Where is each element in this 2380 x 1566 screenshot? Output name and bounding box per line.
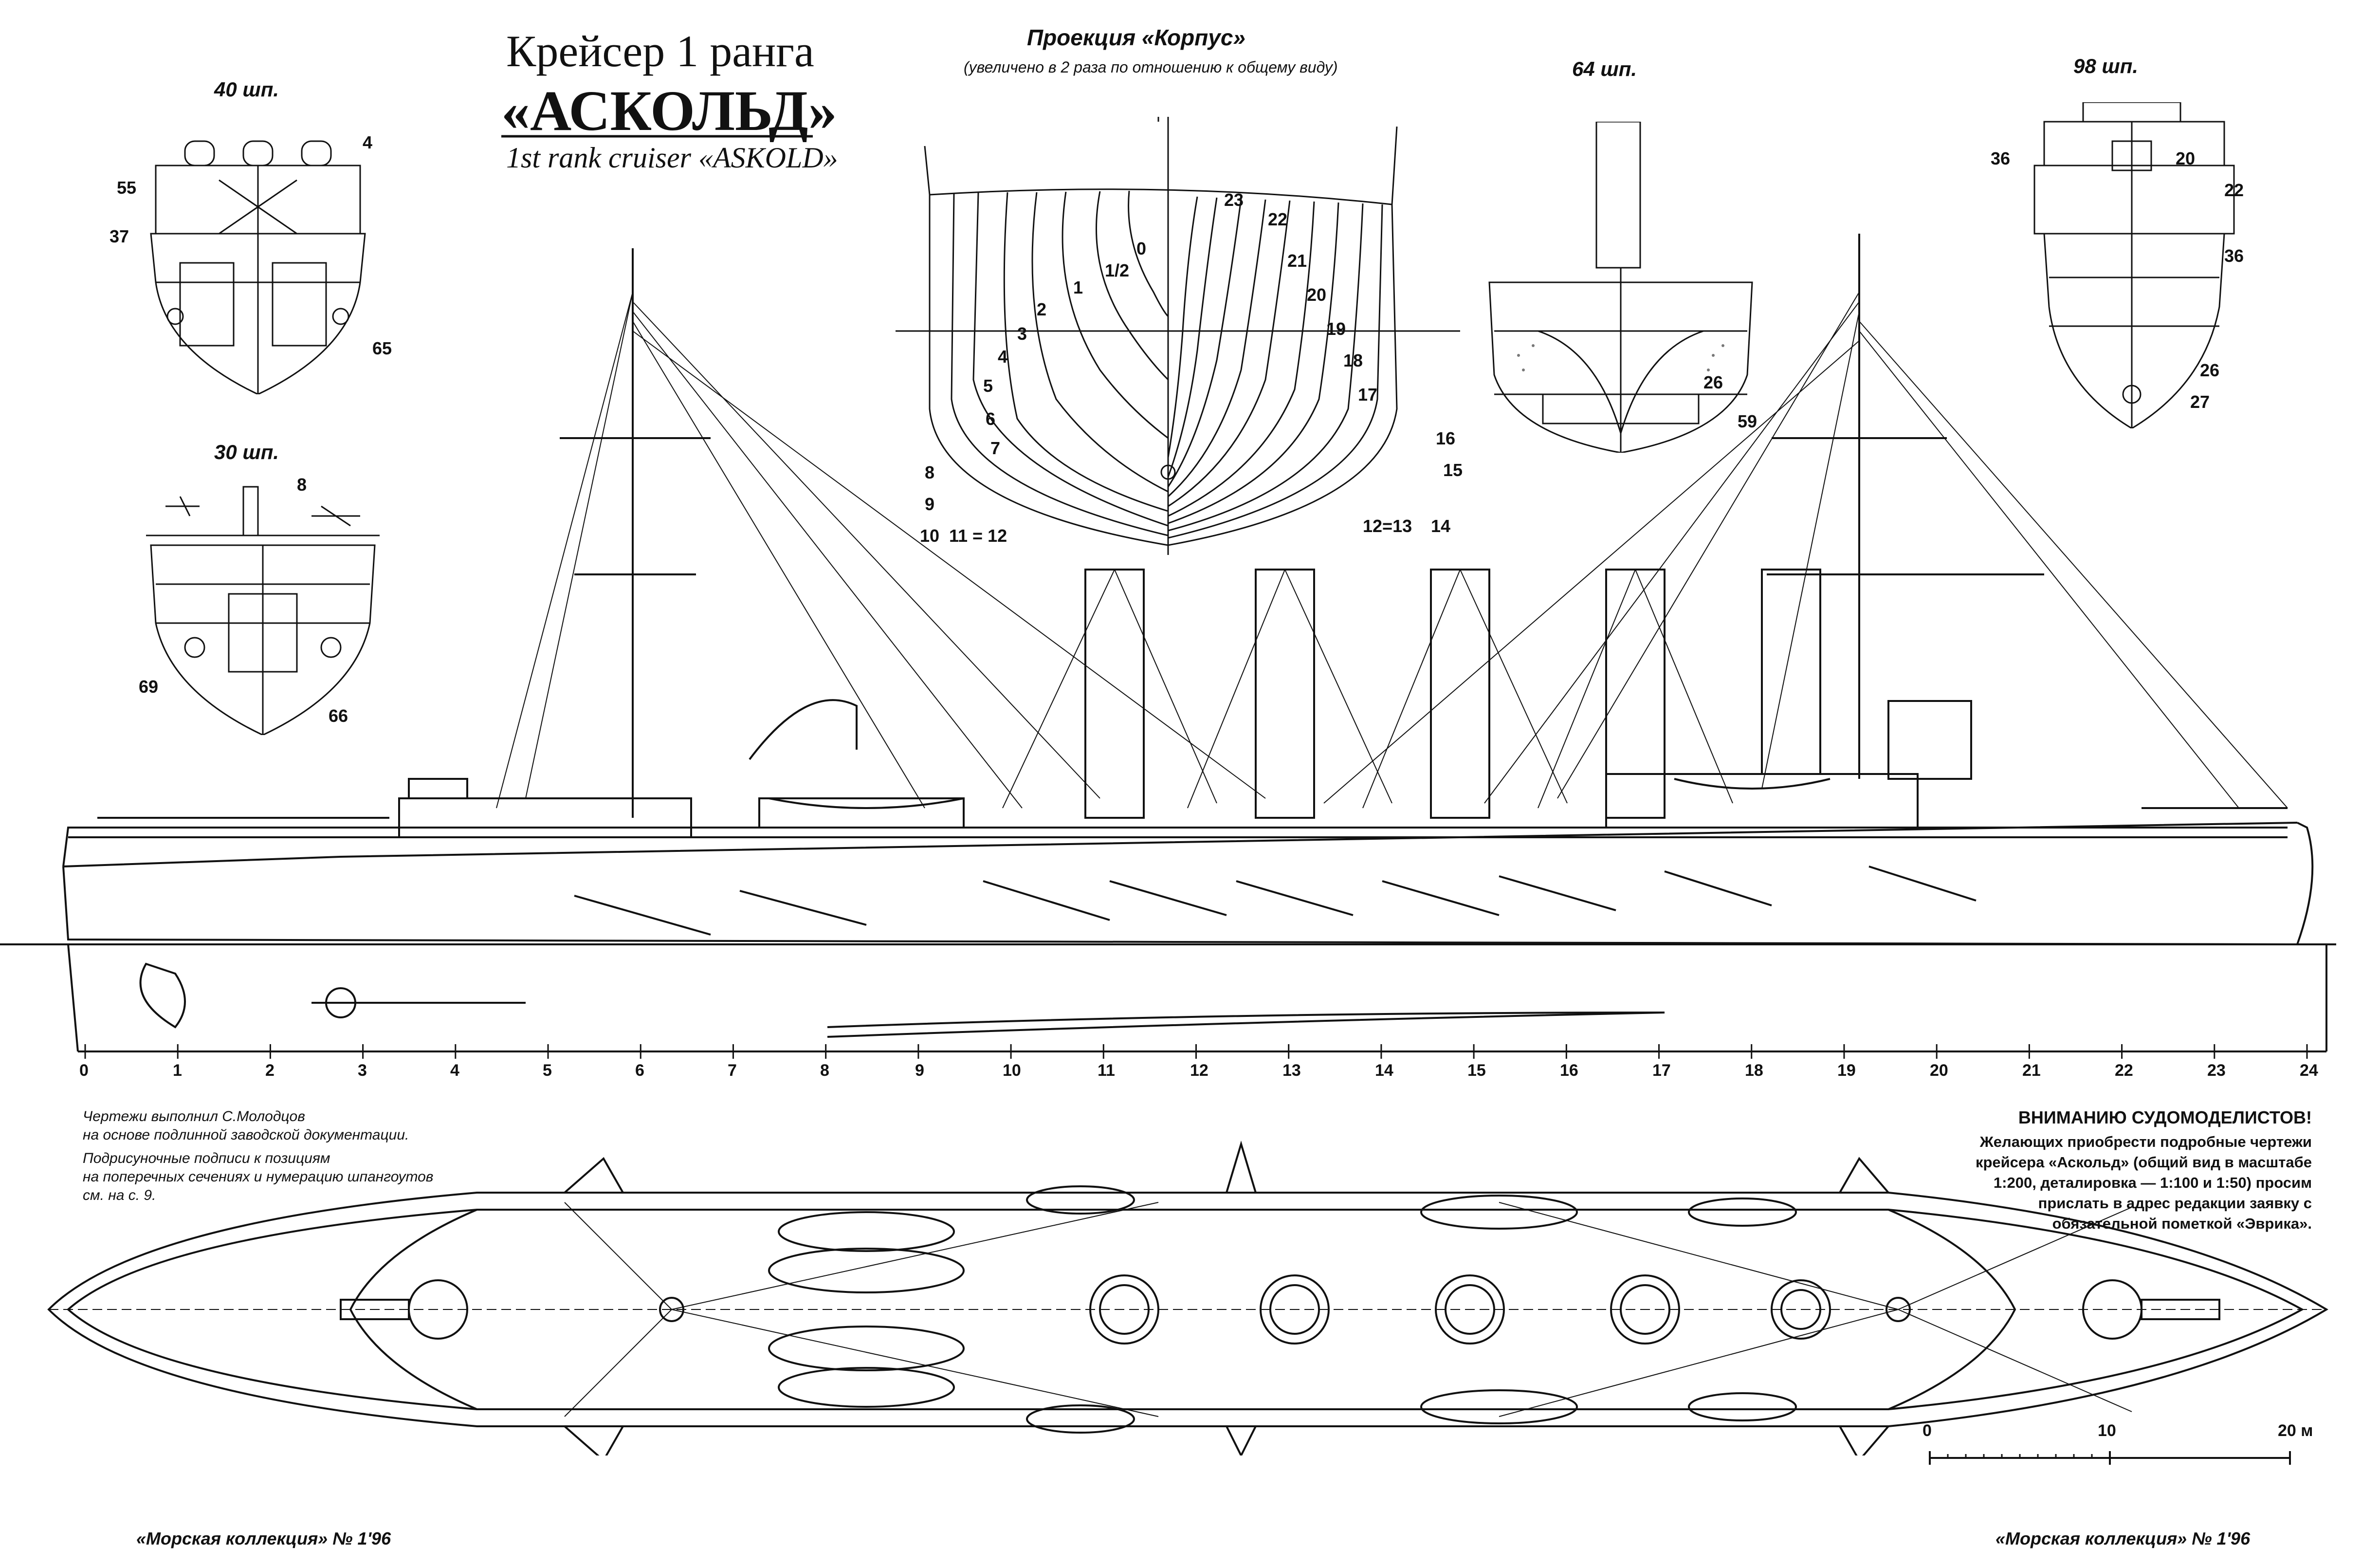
frame-number-18: 18 [1745, 1061, 1763, 1080]
s30-callout-66: 66 [329, 706, 348, 726]
credit-line-5: см. на с. 9. [83, 1187, 156, 1203]
footer-right: «Морская коллекция» № 1'96 [1996, 1529, 2251, 1548]
frame-number-19: 19 [1837, 1061, 1856, 1080]
s30-callout-8: 8 [297, 475, 307, 495]
bp-label-17: 17 [1358, 385, 1378, 405]
frame-number-24: 24 [2300, 1061, 2318, 1080]
s40-callout-37: 37 [110, 226, 129, 246]
scale-label-20: 20 м [2278, 1421, 2313, 1440]
s98-callout-27: 27 [2190, 392, 2210, 412]
frame-number-21: 21 [2022, 1061, 2041, 1080]
scale-label-0: 0 [1922, 1421, 1932, 1440]
section-40-title: 40 шп. [214, 78, 279, 101]
scale-label-10: 10 [2098, 1421, 2116, 1440]
bp-label-12-13: 12=13 [1363, 516, 1412, 536]
frame-number-15: 15 [1467, 1061, 1486, 1080]
s98-callout-36b: 36 [2224, 246, 2244, 266]
bp-label-0: 0 [1136, 239, 1147, 258]
bp-label-20: 20 [1307, 285, 1327, 305]
credit-line-4: на поперечных сечениях и нумерацию шпанг… [83, 1169, 434, 1185]
frame-number-10: 10 [1003, 1061, 1021, 1080]
s64-callout-59: 59 [1738, 411, 1758, 431]
bp-label-22: 22 [1268, 209, 1288, 229]
title-line-1: Крейсер 1 ранга [506, 26, 814, 76]
s98-callout-26: 26 [2200, 360, 2220, 380]
section-30-title: 30 шп. [214, 441, 279, 463]
bp-label-23: 23 [1224, 190, 1244, 210]
bp-label-10: 10 [920, 526, 940, 546]
title-line-3: 1st rank cruiser «ASKOLD» [506, 142, 838, 174]
title-line-2: «АСКОЛЬД» [501, 79, 837, 143]
frame-number-5: 5 [543, 1061, 552, 1080]
credit-line-1: Чертежи выполнил С.Молодцов [83, 1108, 305, 1124]
bp-label-16: 16 [1436, 428, 1456, 448]
scale-bar [1929, 1451, 2291, 1465]
notice-line-2: крейсера «Аскольд» (общий вид в масштабе [1975, 1154, 2312, 1171]
s40-callout-65: 65 [372, 338, 392, 358]
frame-number-9: 9 [915, 1061, 924, 1080]
section-30-drawing [146, 486, 380, 735]
frame-number-11: 11 [1098, 1061, 1115, 1080]
bp-label-19: 19 [1326, 319, 1346, 339]
frame-number-7: 7 [728, 1061, 737, 1080]
bp-label-15: 15 [1443, 460, 1463, 480]
credit-line-3: Подрисуночные подписи к позициям [83, 1150, 330, 1166]
frame-number-22: 22 [2115, 1061, 2133, 1080]
frame-number-13: 13 [1282, 1061, 1301, 1080]
bp-label-18: 18 [1343, 350, 1363, 370]
bp-label-9: 9 [925, 494, 935, 514]
frame-number-0: 0 [79, 1061, 89, 1080]
body-plan-subtitle: (увеличено в 2 раза по отношению к общем… [964, 58, 1338, 76]
s30-callout-69: 69 [139, 677, 159, 697]
bp-label-2: 2 [1037, 299, 1047, 319]
s40-callout-4: 4 [363, 132, 373, 152]
body-plan-drawing [896, 117, 1460, 555]
notice-line-3: 1:200, деталировка — 1:100 и 1:50) проси… [1993, 1174, 2312, 1191]
s98-callout-22: 22 [2224, 180, 2244, 200]
title-underline [501, 135, 813, 138]
footer-left: «Морская коллекция» № 1'96 [136, 1529, 391, 1548]
bp-label-7: 7 [990, 438, 1001, 458]
frame-number-17: 17 [1652, 1061, 1671, 1080]
frame-number-1: 1 [173, 1061, 182, 1080]
frame-number-6: 6 [635, 1061, 644, 1080]
section-64-title: 64 шп. [1572, 57, 1637, 80]
bp-label-3: 3 [1017, 324, 1027, 344]
frame-number-3: 3 [358, 1061, 367, 1080]
section-98-title: 98 шп. [2073, 55, 2139, 77]
frame-number-12: 12 [1190, 1061, 1208, 1080]
frame-number-20: 20 [1930, 1061, 1948, 1080]
bp-label-6: 6 [986, 409, 996, 429]
s64-callout-26: 26 [1703, 372, 1723, 392]
bp-label-14: 14 [1431, 516, 1451, 536]
bp-label-11-12: 11 = 12 [949, 526, 1007, 546]
frame-number-8: 8 [820, 1061, 829, 1080]
section-40-drawing [150, 140, 366, 394]
credit-line-2: на основе подлинной заводской документац… [83, 1127, 409, 1143]
deck-plan-drawing [47, 1141, 2328, 1455]
bp-label-half: 1/2 [1105, 260, 1130, 280]
bp-label-4: 4 [998, 347, 1008, 367]
bp-label-21: 21 [1287, 251, 1307, 271]
section-64-drawing [1488, 122, 1753, 453]
bp-label-1: 1 [1073, 277, 1083, 297]
s98-callout-36a: 36 [1991, 148, 2011, 168]
notice-line-1: Желающих приобрести подробные чертежи [1979, 1133, 2312, 1150]
frame-number-23: 23 [2207, 1061, 2226, 1080]
bp-label-5: 5 [983, 376, 993, 396]
frame-number-14: 14 [1375, 1061, 1393, 1080]
bp-label-8: 8 [925, 462, 935, 482]
frame-number-2: 2 [265, 1061, 275, 1080]
frame-number-4: 4 [450, 1061, 459, 1080]
notice-line-4: прислать в адрес редакции заявку с [2038, 1195, 2312, 1212]
notice-heading: ВНИМАНИЮ СУДОМОДЕЛИСТОВ! [2018, 1107, 2312, 1127]
s98-callout-20: 20 [2176, 148, 2196, 168]
side-elevation-drawing [0, 234, 2336, 1059]
frame-number-16: 16 [1560, 1061, 1578, 1080]
s40-callout-55: 55 [117, 178, 137, 198]
section-98-drawing [2033, 102, 2235, 428]
body-plan-title: Проекция «Корпус» [1027, 25, 1246, 50]
